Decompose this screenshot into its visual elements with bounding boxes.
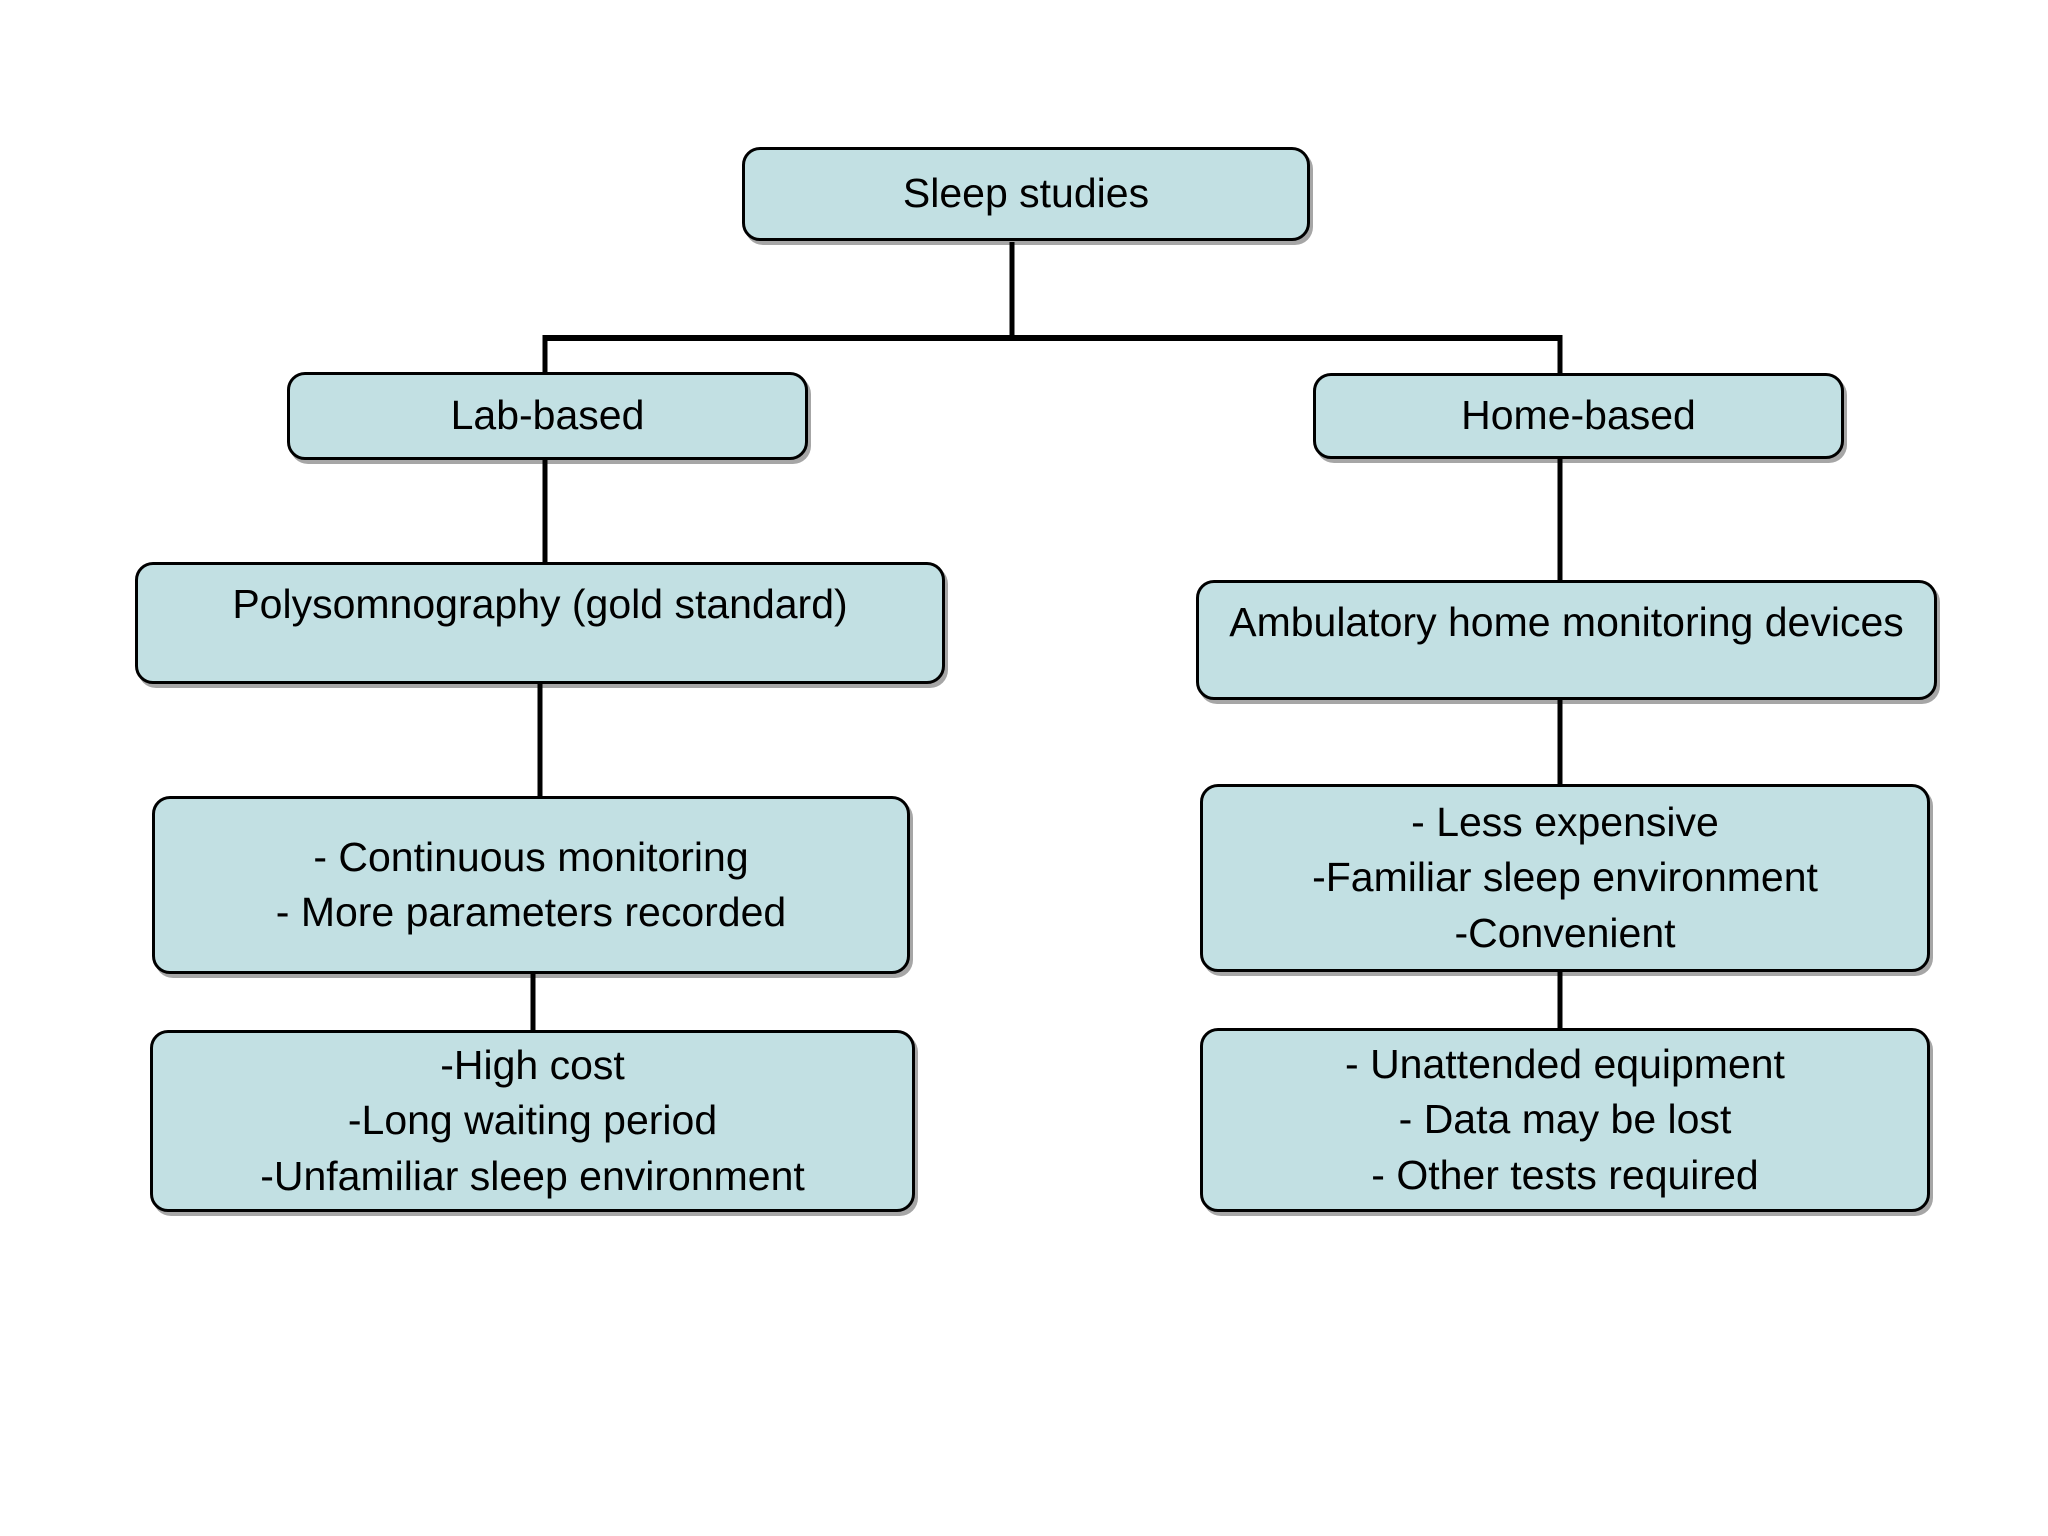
node-home-based: Home-based — [1313, 373, 1844, 459]
node-line: - More parameters recorded — [275, 889, 787, 935]
node-sleep-studies: Sleep studies — [742, 147, 1310, 241]
node-line: -Familiar sleep environment — [1312, 854, 1818, 901]
node-label: Home-based — [1461, 392, 1696, 439]
node-label: Polysomnography (gold standard) — [232, 581, 848, 627]
node-home-disadvantages: - Unattended equipment - Data may be los… — [1200, 1028, 1930, 1212]
node-line: - Unattended equipment — [1345, 1040, 1785, 1087]
node-label: Ambulatory home monitoring devices — [1229, 599, 1904, 645]
node-home-advantages: - Less expensive -Familiar sleep environ… — [1200, 784, 1930, 972]
node-line: - Less expensive — [1411, 798, 1719, 845]
node-lab-disadvantages: -High cost -Long waiting period -Unfamil… — [150, 1030, 915, 1212]
node-line: - Data may be lost — [1398, 1096, 1732, 1143]
node-polysomnography: Polysomnography (gold standard) — [135, 562, 945, 684]
node-lab-based: Lab-based — [287, 372, 808, 460]
node-ambulatory-home-monitoring-devices: Ambulatory home monitoring devices — [1196, 580, 1937, 700]
node-line: - Continuous monitoring — [313, 833, 749, 880]
node-lab-advantages: - Continuous monitoring - More parameter… — [152, 796, 910, 974]
node-line: -Unfamiliar sleep environment — [260, 1152, 805, 1199]
node-line: - Other tests required — [1371, 1151, 1759, 1198]
node-line: -Long waiting period — [347, 1097, 718, 1144]
node-label: Lab-based — [450, 392, 645, 439]
node-line: -High cost — [440, 1041, 625, 1088]
node-label: Sleep studies — [902, 170, 1150, 217]
node-line: -Convenient — [1454, 909, 1676, 956]
